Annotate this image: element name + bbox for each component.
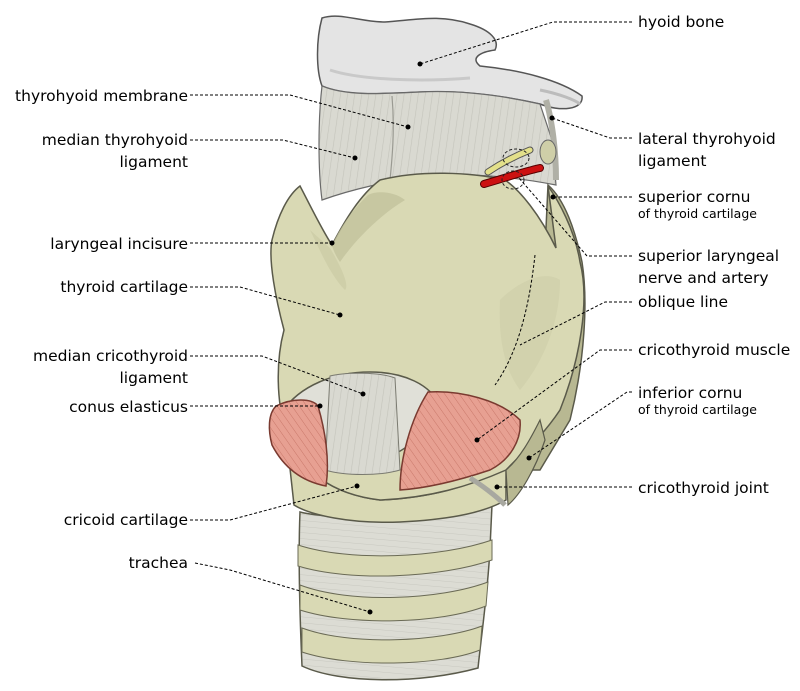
triticeous-cartilage bbox=[539, 139, 557, 165]
label-inferior-cornu-line1: inferior cornu bbox=[638, 384, 742, 402]
leader-oblique-line bbox=[519, 301, 632, 346]
trachea bbox=[297, 503, 493, 681]
label-median-cricothyroid-line1: median cricothyroid bbox=[33, 347, 188, 365]
label-lateral-thyrohyoid-line2: ligament bbox=[638, 152, 707, 170]
label-median-thyrohyoid-line2: ligament bbox=[120, 153, 189, 171]
label-cricothyroid-muscle: cricothyroid muscle bbox=[638, 341, 790, 359]
leader-cricothyroid-muscle bbox=[476, 349, 632, 441]
tracheal-ring-3 bbox=[301, 625, 483, 664]
label-superior-laryngeal-line2: nerve and artery bbox=[638, 269, 769, 287]
tracheal-ring-2 bbox=[299, 581, 489, 622]
label-trachea: trachea bbox=[129, 554, 188, 572]
label-cricothyroid-joint: cricothyroid joint bbox=[638, 479, 769, 497]
label-superior-cornu-line1: superior cornu bbox=[638, 188, 751, 206]
leader-thyroid-cartilage bbox=[190, 286, 341, 316]
label-lateral-thyrohyoid-line1: lateral thyrohyoid bbox=[638, 130, 776, 148]
label-conus-elasticus: conus elasticus bbox=[69, 398, 188, 416]
superior-laryngeal-nerve-and-artery bbox=[480, 146, 544, 190]
leader-cricoid-cartilage bbox=[190, 485, 358, 521]
label-superior-cornu-line2: of thyroid cartilage bbox=[638, 206, 757, 221]
label-hyoid-bone: hyoid bone bbox=[638, 13, 724, 31]
label-median-thyrohyoid-line1: median thyrohyoid bbox=[42, 131, 188, 149]
leader-superior-laryngeal bbox=[518, 177, 632, 257]
hyoid-bone bbox=[316, 15, 583, 110]
label-laryngeal-incisure: laryngeal incisure bbox=[50, 235, 188, 253]
label-inferior-cornu-line2: of thyroid cartilage bbox=[638, 402, 757, 417]
cricothyroid-region bbox=[268, 371, 546, 507]
leader-inferior-cornu bbox=[528, 391, 632, 459]
leader-thyrohyoid-membrane bbox=[190, 94, 409, 128]
label-thyrohyoid-membrane: thyrohyoid membrane bbox=[15, 87, 188, 105]
label-median-cricothyroid-line2: ligament bbox=[120, 369, 189, 387]
tracheal-ring-1 bbox=[297, 539, 493, 577]
leader-lateral-thyrohyoid bbox=[551, 117, 632, 139]
label-thyroid-cartilage: thyroid cartilage bbox=[60, 278, 188, 296]
label-cricoid-cartilage: cricoid cartilage bbox=[64, 511, 188, 529]
leader-trachea bbox=[194, 562, 371, 613]
labels: hyoid bone thyrohyoid membrane median th… bbox=[15, 13, 790, 572]
leader-median-cricothyroid bbox=[190, 355, 364, 395]
thyrohyoid-membrane bbox=[318, 85, 559, 201]
label-superior-laryngeal-line1: superior laryngeal bbox=[638, 247, 779, 265]
leader-lines bbox=[190, 21, 632, 615]
label-oblique-line: oblique line bbox=[638, 293, 728, 311]
leader-median-thyrohyoid bbox=[190, 139, 356, 159]
leader-hyoid-bone bbox=[419, 21, 632, 65]
